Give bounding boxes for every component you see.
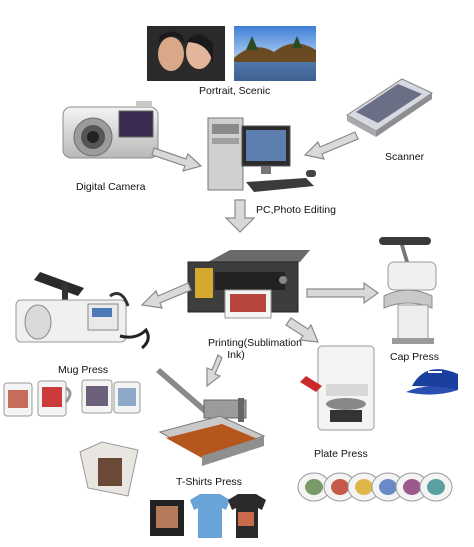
scenic-photo-icon — [234, 26, 316, 81]
plate-press-icon — [300, 345, 375, 431]
pc-label: PC,Photo Editing — [256, 204, 336, 216]
cap-press-label: Cap Press — [390, 351, 440, 363]
cap-press-icon — [379, 237, 437, 344]
tshirt-press-icon — [156, 368, 266, 466]
source-photos-label: Portrait, Scenic — [199, 85, 271, 97]
printing-label-line1: Printing(Sublimation — [208, 337, 302, 349]
arrow-pc-to-printer — [224, 199, 256, 233]
arrow-printer-to-plate — [285, 317, 319, 343]
cap-icon — [406, 369, 458, 395]
printing-label-line2: Ink) — [227, 349, 245, 361]
arrow-printer-to-tshirt — [206, 354, 223, 388]
mug-press-label: Mug Press — [58, 364, 109, 376]
mugs-icon — [3, 379, 141, 417]
pc-workstation-icon — [207, 117, 316, 192]
mug-press-icon — [15, 272, 150, 350]
digital-camera-icon — [62, 101, 159, 159]
plates-icon — [297, 472, 453, 502]
arrow-printer-to-cap — [306, 281, 380, 305]
arrow-printer-to-mug — [140, 282, 192, 309]
tshirt-press-label: T-Shirts Press — [176, 476, 242, 488]
arrow-camera-to-pc — [151, 147, 203, 172]
arrow-scanner-to-pc — [303, 131, 359, 160]
plate-press-label: Plate Press — [314, 448, 368, 460]
scanner-label: Scanner — [385, 151, 425, 163]
tshirts-icon — [79, 441, 266, 538]
camera-label: Digital Camera — [76, 181, 146, 193]
flow-arrows — [140, 131, 380, 388]
portrait-photo-icon — [147, 26, 225, 81]
sublimation-printer-icon — [187, 250, 310, 319]
scanner-icon — [346, 78, 434, 137]
